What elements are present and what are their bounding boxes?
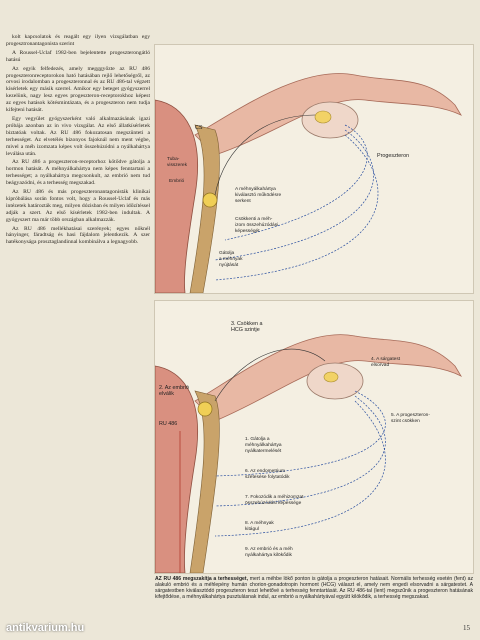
- paragraph: Egy vegyület gyógyszerként való alkalmaz…: [6, 115, 150, 157]
- bottom-diagram: 3. Csökken a HCG szintje 2. Az embrió el…: [154, 300, 474, 574]
- label-mehnyalkahartya: A méhnyálkahártya kiválasztó működésre s…: [235, 187, 282, 204]
- label-step-6: 6. Az endometrium szétesése folytatódik: [245, 469, 290, 480]
- uterus-illustration-ru486: [155, 334, 463, 573]
- paragraph: Az egyik felfedezés, amely megggyőzte az…: [6, 65, 150, 114]
- paragraph: kolt kapcsolatok és reagált egy ilyen vi…: [6, 34, 150, 47]
- label-progeszteron: Progeszteron: [377, 153, 410, 159]
- label-cs: CS: [195, 125, 203, 131]
- label-step-2: 2. Az embrió elválik: [159, 385, 189, 397]
- watermark: antikvarium.hu: [6, 622, 85, 634]
- label-ru486: RU 486: [159, 421, 178, 427]
- page-number: 15: [463, 624, 470, 632]
- label-step-5: 5. A progeszteron- szint csökken: [391, 413, 430, 424]
- label-embrio: Embrió: [169, 179, 185, 184]
- label-step-8: 8. A méhnyak kitágul: [245, 521, 274, 532]
- label-csokkenti: Csökkenti a méh- izom összehúzódási képe…: [235, 217, 279, 234]
- caption-lead: AZ RU 486 megszakítja a terhességet,: [155, 576, 249, 582]
- label-tuba: Tuba- visszerek: [167, 157, 187, 168]
- label-step-4: 4. A sárgatest elsorvad: [371, 357, 401, 368]
- figure-caption: AZ RU 486 megszakítja a terhességet, mer…: [155, 576, 473, 600]
- label-step-1: 1. Gátolja a méhnyálkahártya nyálkaterme…: [245, 437, 282, 454]
- top-diagram: CS Tuba- visszerek Embrió Progeszteron A…: [154, 44, 474, 294]
- label-gatolja: Gátolja a méhnyak nyújtását: [219, 251, 243, 268]
- label-step-7: 7. Fokozódik a méhizomzat összehúzódási …: [245, 495, 304, 506]
- label-step-9: 9. Az embrió és a méh nyálkahártya kilök…: [245, 547, 293, 558]
- label-step-3: 3. Csökken a HCG szintje: [231, 321, 263, 333]
- uterus-illustration-normal: [155, 73, 463, 293]
- paragraph: Az RU 486 mellékhatásai szerények; egyes…: [6, 225, 150, 246]
- paragraph: Az RU 486 és más progeszteronantagonistá…: [6, 189, 150, 223]
- paragraph: A Roussel-Uclaf 1982-ben bejelentette pr…: [6, 49, 150, 63]
- text-column: kolt kapcsolatok és reagált egy ilyen vi…: [6, 34, 150, 248]
- paragraph: Az RU 486 a progeszteron-receptorhoz köt…: [6, 159, 150, 187]
- caption-body: mert a méhbe lökő ponton is gátolja a pr…: [155, 576, 473, 601]
